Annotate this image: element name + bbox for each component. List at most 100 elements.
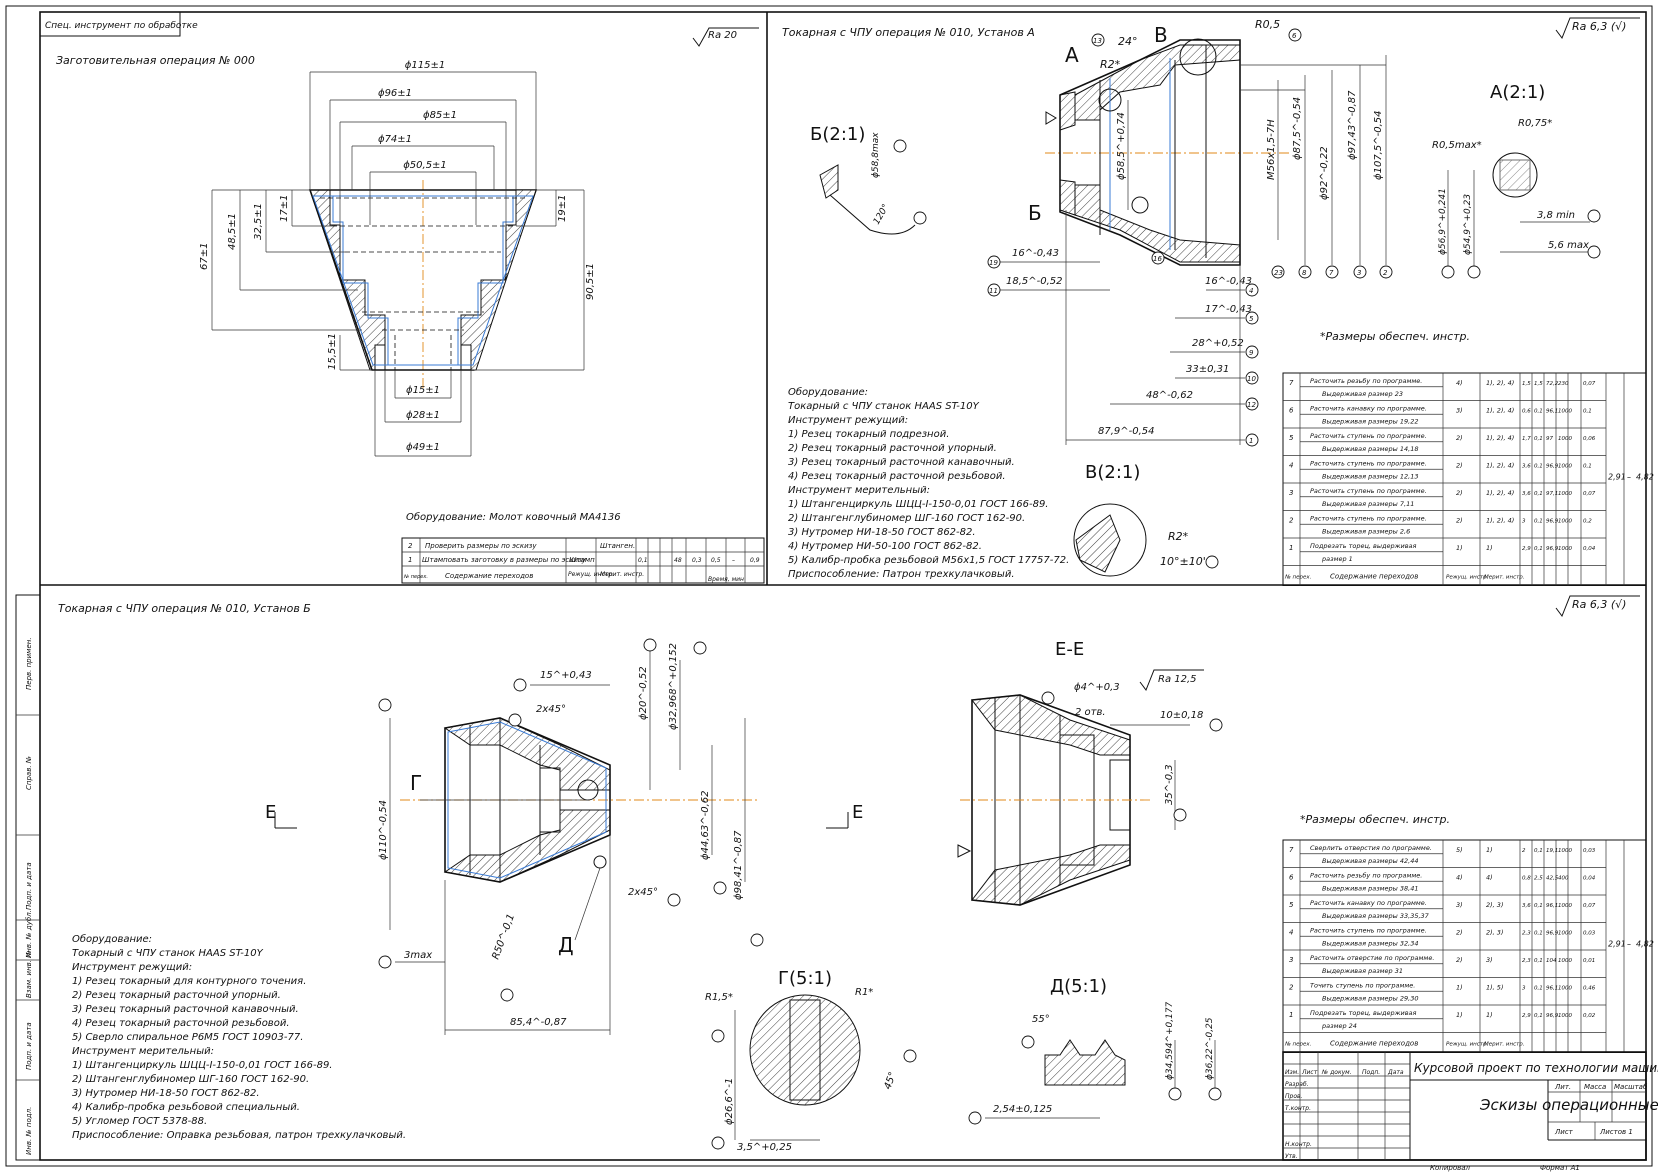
tableA-row-1-val-0: 2,9 bbox=[1522, 546, 1531, 552]
tableA-row-4-val-1: 0,1 bbox=[1534, 464, 1543, 470]
dim-r05max: R0,5max* bbox=[1432, 140, 1482, 151]
tableA-row-1-sub: размер 1 bbox=[1321, 555, 1353, 563]
tableA-row-1-val-4: 0,04 bbox=[1583, 546, 1596, 552]
corner-stamp-box bbox=[39, 11, 181, 37]
op010a-balloons: 4 5 9 10 12 1 23 8 7 3 2 19 11 16 13 6 bbox=[987, 28, 1393, 447]
dim-d4: ϕ4^+0,3 bbox=[1074, 682, 1120, 693]
tableA-side-2: 4,82 bbox=[1636, 472, 1654, 481]
tableB-row-7-val-4: 0,03 bbox=[1583, 848, 1596, 854]
format-label: Формат A1 bbox=[1540, 1164, 1580, 1172]
dim-2x45b: 2x45° bbox=[628, 887, 658, 898]
dim-r50: R50^-0,1 bbox=[490, 913, 517, 961]
tableB-row-6-val-2: 42,5 bbox=[1546, 876, 1559, 882]
tableA-row-2-val-4: 0,2 bbox=[1583, 519, 1592, 525]
dim-d74: ϕ74±1 bbox=[378, 134, 412, 145]
section-ee-title: E-E bbox=[1055, 639, 1084, 660]
tableB-row-6-text: Расточить резьбу по программе. bbox=[1310, 872, 1422, 880]
tableB-row-1-meas: 1) bbox=[1486, 1011, 1493, 1019]
tableB-row-4-n: 4 bbox=[1289, 929, 1293, 937]
forging-inner-bore bbox=[329, 190, 517, 370]
tableA-row-5-sub: Выдерживая размеры 14,18 bbox=[1322, 445, 1418, 453]
svg-text:2) Резец токарный расточной уп: 2) Резец токарный расточной упорный. bbox=[72, 990, 281, 1001]
side-stamp-5: Взам. инв. № bbox=[25, 950, 33, 998]
sizes-note-b: *Размеры обеспеч. инстр. bbox=[1300, 813, 1450, 826]
tableB-row-6-sub: Выдерживая размеры 38,41 bbox=[1322, 885, 1418, 893]
svg-text:2) Штангенглубиномер ШГ-160 ГО: 2) Штангенглубиномер ШГ-160 ГОСТ 162-90. bbox=[788, 512, 1025, 524]
balloon-1: 1 bbox=[1249, 437, 1253, 445]
dim-16b: 16^-0,43 bbox=[1205, 276, 1252, 287]
tableB-row-7-n: 7 bbox=[1289, 846, 1294, 854]
tableB-row-6-meas: 4) bbox=[1486, 874, 1493, 882]
detail-a-view bbox=[1492, 152, 1538, 198]
tableB-row-6-val-4: 0,04 bbox=[1583, 876, 1596, 882]
dim-d107: ϕ107,5^-0,54 bbox=[1373, 111, 1384, 180]
label-D: Д bbox=[558, 933, 574, 957]
tableA-row-6-meas: 1), 2), 4) bbox=[1486, 407, 1514, 415]
svg-text:1) Штангенциркуль ШЦЦ-I-150-0,: 1) Штангенциркуль ШЦЦ-I-150-0,01 ГОСТ 16… bbox=[72, 1060, 332, 1071]
tableA-row-2-val-3: 1000 bbox=[1558, 519, 1572, 525]
svg-text:1) Штангенциркуль ШЦЦ-I-150-0,: 1) Штангенциркуль ШЦЦ-I-150-0,01 ГОСТ 16… bbox=[788, 499, 1048, 510]
dim-48: 48^-0,62 bbox=[1146, 390, 1193, 401]
svg-text:Инструмент режущий:: Инструмент режущий: bbox=[72, 962, 192, 973]
side-stamp: Перв. примен. Справ. № Подп. и дата Инв.… bbox=[15, 594, 41, 1161]
tableB-row-2-val-2: 96,1 bbox=[1546, 986, 1558, 992]
dim-120deg: 120° bbox=[872, 203, 892, 227]
tableA-row-4-val-2: 96,9 bbox=[1546, 464, 1559, 470]
label-A: A bbox=[1065, 43, 1079, 67]
detail-b-title: Б(2:1) bbox=[810, 124, 865, 145]
tableA-row-7-val-1: 1,5 bbox=[1534, 381, 1543, 387]
tableA-head-1: Содержание переходов bbox=[1330, 573, 1418, 581]
dim-r1: R1* bbox=[855, 987, 873, 998]
tableB-row-7-tool: 5) bbox=[1456, 846, 1463, 854]
balloon-13: 13 bbox=[1093, 37, 1102, 45]
tableA-row-7-n: 7 bbox=[1289, 379, 1294, 387]
roughness-ra20: Ra 20 bbox=[708, 30, 737, 41]
dim-2x45a: 2x45° bbox=[536, 704, 566, 715]
detail-b-section bbox=[819, 164, 839, 199]
side-stamp-3: Подп. и дата bbox=[25, 862, 33, 910]
tableA-row-3-val-0: 3,6 bbox=[1522, 491, 1531, 497]
tableB-row-2-val-3: 1000 bbox=[1558, 986, 1572, 992]
svg-text:5) Сверло спиральное Р6М5 ГОСТ: 5) Сверло спиральное Р6М5 ГОСТ 10903-77. bbox=[72, 1032, 303, 1043]
tableB-head-2: Режущ. инстр. bbox=[1446, 1042, 1488, 1048]
op010a-part-upper bbox=[1074, 44, 1241, 121]
dim-55deg: 55° bbox=[1032, 1014, 1050, 1025]
tableB-row-2-sub: Выдерживая размеры 29,30 bbox=[1322, 995, 1418, 1003]
dim-d92: ϕ92^-0,22 bbox=[1319, 146, 1330, 200]
roughness-mark-b bbox=[1555, 595, 1640, 618]
tableB-head-0: № перех. bbox=[1284, 1042, 1312, 1048]
balloon-19: 19 bbox=[989, 259, 998, 267]
label-B: B bbox=[1154, 23, 1168, 47]
tableA-row-6-sub: Выдерживая размеры 19,22 bbox=[1322, 418, 1418, 426]
tableB-row-6-val-1: 2,5 bbox=[1534, 876, 1543, 882]
svg-text:Приспособление: Патрон трехкул: Приспособление: Патрон трехкулачковый. bbox=[788, 568, 1015, 580]
dim-r2: R2* bbox=[1100, 58, 1121, 71]
op000-title: Заготовительная операция № 000 bbox=[56, 54, 255, 67]
tableA-row-3-val-2: 97,1 bbox=[1546, 491, 1558, 497]
tableA-row-1-val-3: 1000 bbox=[1558, 546, 1572, 552]
op000-diameter-dims: ϕ115±1 ϕ96±1 ϕ85±1 ϕ74±1 ϕ50,5±1 ϕ15±1 ϕ… bbox=[309, 60, 537, 457]
dim-r05: R0,5 bbox=[1255, 18, 1280, 31]
tableB-head-1: Содержание переходов bbox=[1330, 1040, 1418, 1048]
tableB-row-7-val-0: 2 bbox=[1522, 848, 1526, 854]
svg-text:Дата: Дата bbox=[1387, 1069, 1404, 1076]
svg-text:Инструмент мерительный:: Инструмент мерительный: bbox=[788, 485, 930, 496]
tableB-row-2-tool: 1) bbox=[1456, 984, 1463, 992]
balloon-4: 4 bbox=[1249, 287, 1253, 295]
dim-18: 18,5^-0,52 bbox=[1006, 276, 1063, 287]
tableB-row-6-val-3: 400 bbox=[1558, 876, 1569, 882]
tableA-row-7-val-4: 0,07 bbox=[1583, 381, 1596, 387]
tableB-row-7-text: Сверлить отверстия по программе. bbox=[1310, 844, 1432, 852]
dim-87: 87,9^-0,54 bbox=[1098, 426, 1155, 437]
balloon-9: 9 bbox=[1249, 349, 1254, 357]
tableB-row-3-meas: 3) bbox=[1486, 956, 1493, 964]
op010b-balloons bbox=[378, 638, 764, 1002]
tableB-row-3-val-2: 104 bbox=[1546, 958, 1557, 964]
tableB-row-3-text: Расточить отверстие по программе. bbox=[1310, 954, 1434, 962]
dim-d87: ϕ87,5^-0,54 bbox=[1292, 97, 1303, 160]
balloon-5: 5 bbox=[1249, 315, 1254, 323]
roughness-b: Ra 6,3 (√) bbox=[1572, 598, 1626, 611]
tableB-row-1-n: 1 bbox=[1289, 1011, 1293, 1019]
tableA-row-3-val-4: 0,07 bbox=[1583, 491, 1596, 497]
